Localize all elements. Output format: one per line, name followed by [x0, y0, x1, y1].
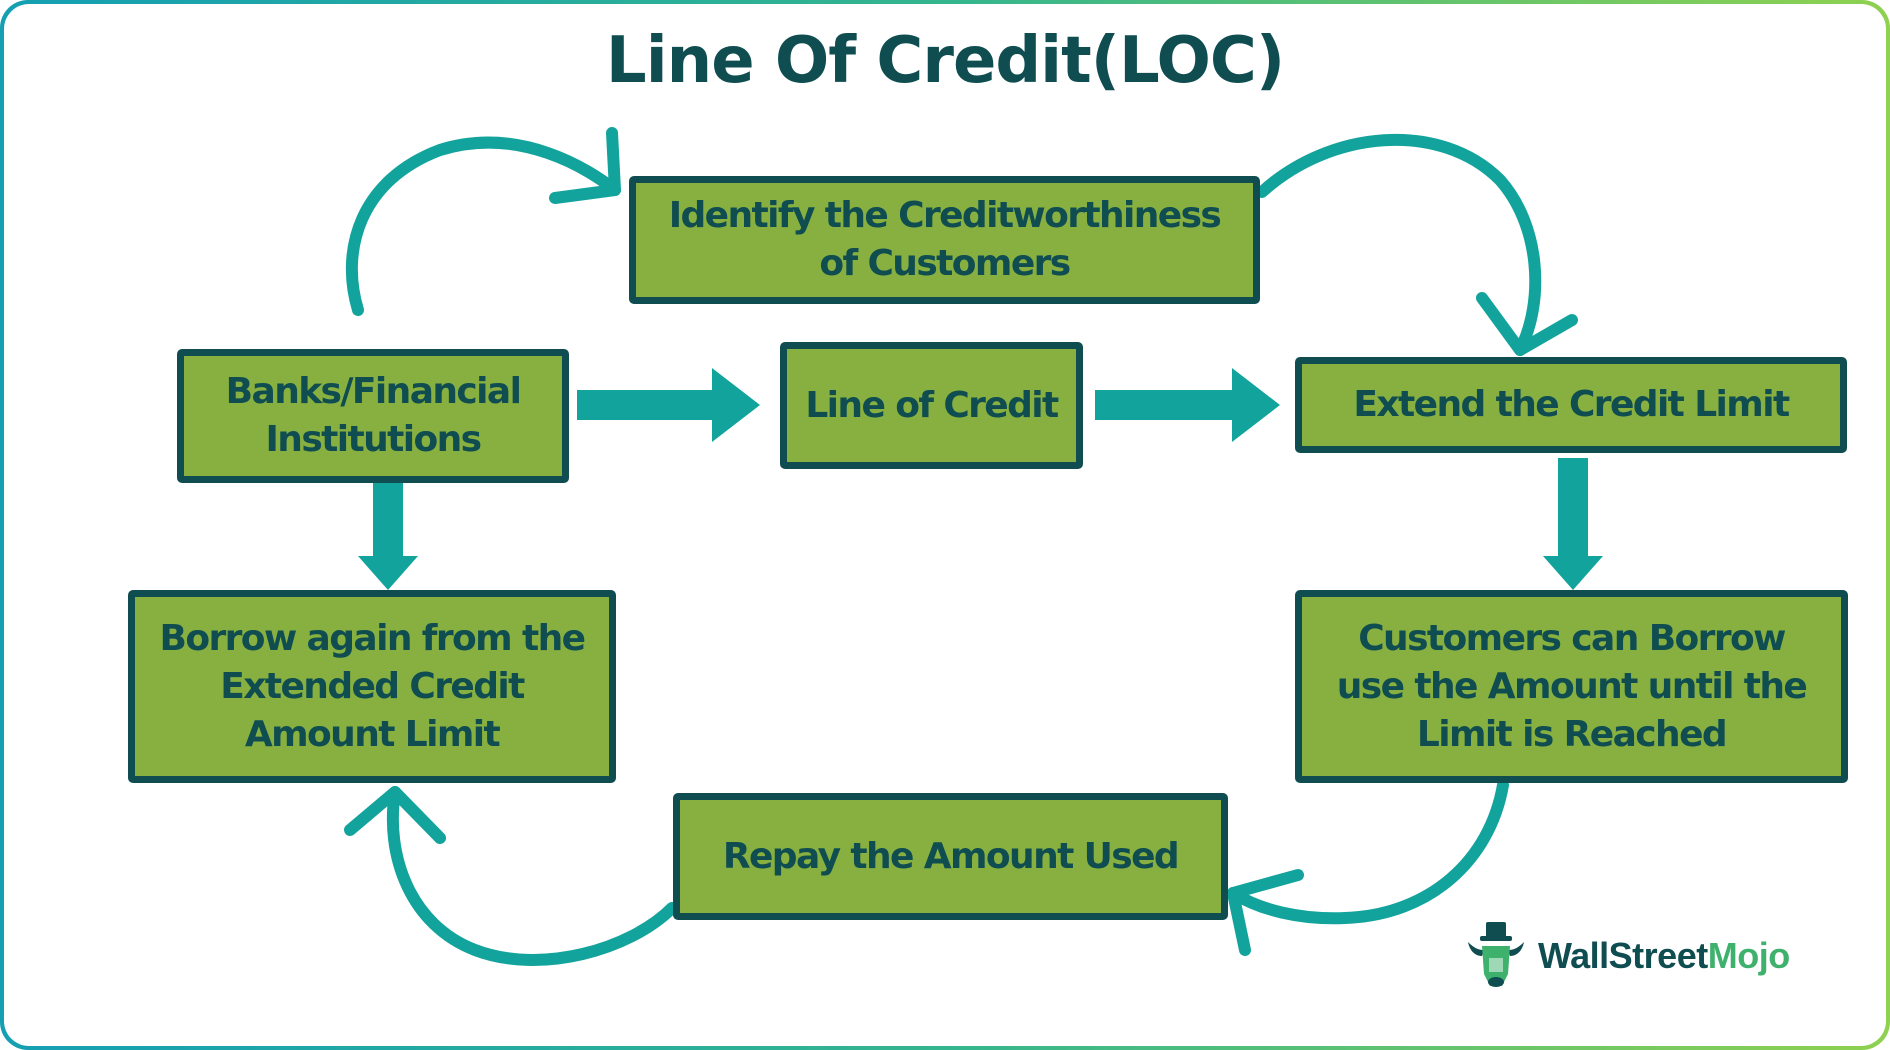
curve-repay-to-borrow: [386, 786, 678, 966]
logo-wordmark: WallStreetMojo: [1538, 935, 1790, 977]
node-repay-amount-used: Repay the Amount Used: [673, 793, 1228, 920]
node-extend-credit-limit: Extend the Credit Limit: [1295, 357, 1847, 453]
node-repay-line-1: Repay the Amount Used: [722, 835, 1180, 877]
node-identify-creditworthiness: Identify the Creditworthiness of Custome…: [629, 176, 1260, 304]
node-extend-line-1: Extend the Credit Limit: [1353, 384, 1790, 425]
node-customers-line-3: Limit is Reached: [1416, 713, 1728, 755]
node-banks-financial-institutions: Banks/Financial Institutions: [177, 349, 569, 483]
node-borrow-again-label: Borrow again from the Extended Credit Am…: [159, 615, 587, 759]
bull-with-top-hat-icon: [1468, 922, 1524, 987]
arrow-loc-to-extend: [1095, 368, 1280, 442]
node-line-of-credit: Line of Credit: [780, 342, 1083, 469]
node-banks-line-2: Institutions: [265, 419, 483, 460]
wallstreetmojo-logo: WallStreetMojo: [1462, 920, 1790, 992]
node-borrow-again-line-2: Extended Credit: [220, 665, 525, 707]
curve-identify-to-extend: [1256, 133, 1542, 356]
arrowhead-extend-in: [1476, 292, 1578, 356]
node-borrow-again: Borrow again from the Extended Credit Am…: [128, 590, 616, 783]
curve-customers-to-repay: [1227, 779, 1509, 925]
node-customers-line-2: use the Amount until the: [1336, 665, 1808, 707]
node-line-of-credit-line-1: Line of Credit: [805, 384, 1059, 426]
node-customers-can-borrow: Customers can Borrow use the Amount unti…: [1295, 590, 1848, 783]
arrowhead-borrow-in: [344, 786, 446, 844]
arrow-extend-to-customers: [1543, 458, 1603, 590]
node-banks-line-1: Banks/Financial: [225, 371, 522, 412]
arrow-banks-to-borrow: [358, 482, 418, 590]
node-repay-label: Repay the Amount Used: [722, 833, 1180, 881]
node-customers-line-1: Customers can Borrow: [1358, 617, 1786, 659]
node-identify-line-2: of Customers: [819, 243, 1071, 284]
page-title: Line Of Credit(LOC): [605, 24, 1285, 98]
node-identify-creditworthiness-label: Identify the Creditworthiness of Custome…: [668, 192, 1222, 288]
node-line-of-credit-label: Line of Credit: [805, 382, 1059, 430]
node-borrow-again-line-1: Borrow again from the: [159, 617, 587, 659]
arrowhead-repay-in: [1227, 869, 1304, 956]
node-borrow-again-line-3: Amount Limit: [244, 713, 501, 755]
node-extend-label: Extend the Credit Limit: [1353, 381, 1790, 429]
node-banks-label: Banks/Financial Institutions: [225, 368, 522, 464]
curve-banks-to-identify: [345, 136, 621, 316]
logo-wordmark-part2: Mojo: [1707, 935, 1790, 976]
node-identify-line-1: Identify the Creditworthiness: [668, 195, 1222, 236]
arrowhead-identify-in: [549, 127, 621, 204]
logo-wordmark-part1: WallStreet: [1538, 935, 1708, 976]
arrow-banks-to-loc: [577, 368, 760, 442]
node-customers-label: Customers can Borrow use the Amount unti…: [1336, 615, 1808, 759]
